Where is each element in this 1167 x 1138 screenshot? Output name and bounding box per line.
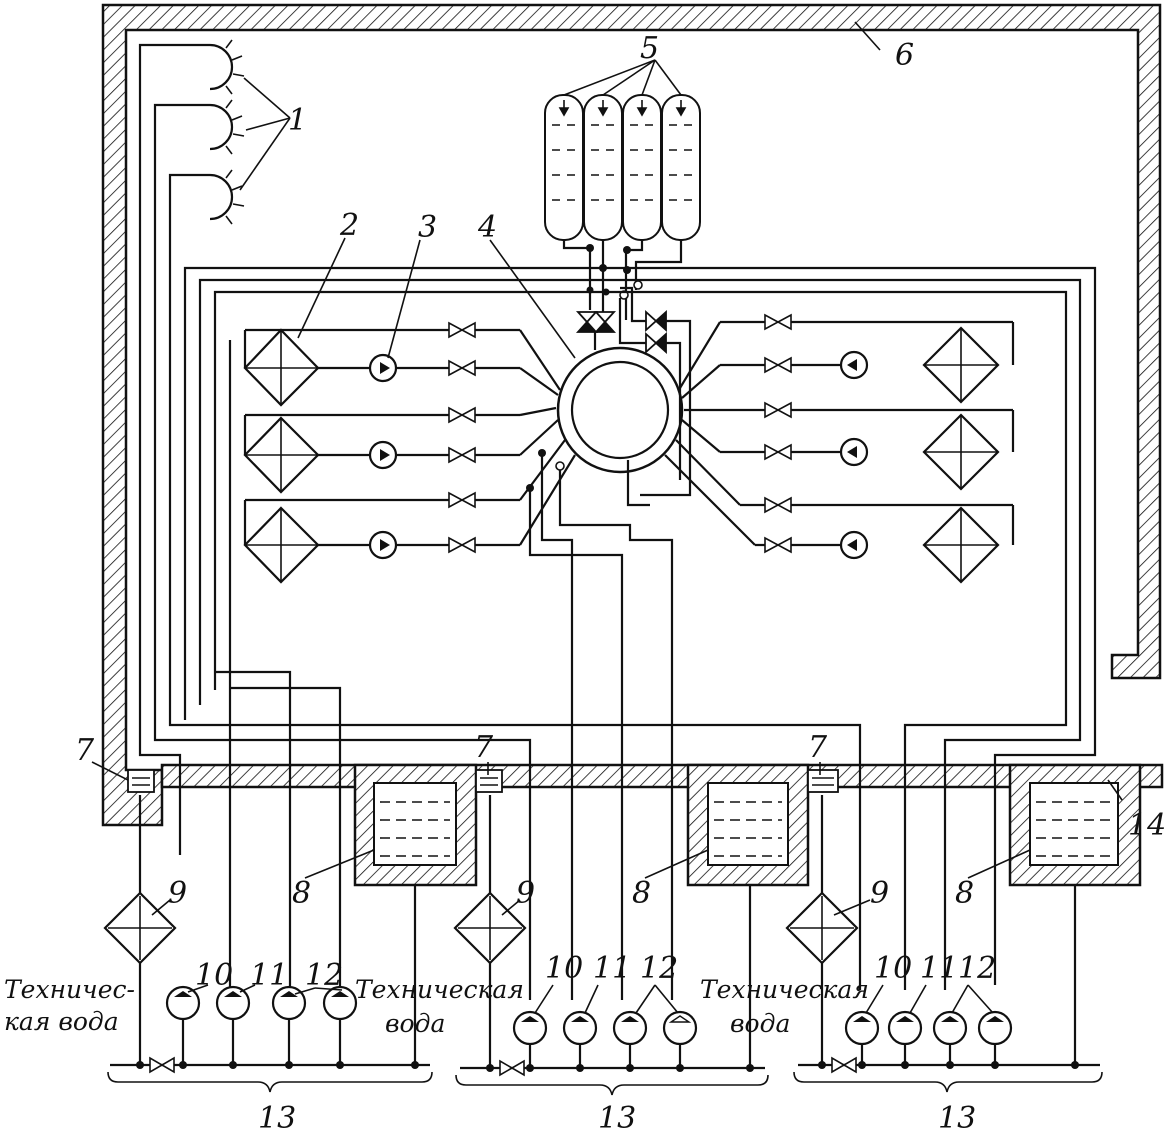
label-2: 2 <box>339 208 359 243</box>
label-6: 6 <box>895 38 914 73</box>
label-8-left: 8 <box>292 876 311 911</box>
label-12-right: 12 <box>958 951 996 986</box>
drain-7-boxes <box>127 769 839 793</box>
label-10-right: 10 <box>874 951 912 986</box>
tech-water-right-line1: Техническая <box>700 975 869 1004</box>
reactor-inlet-valves <box>575 309 667 355</box>
tech-water-mid-line1: Техническая <box>355 975 524 1004</box>
outer-wall-6 <box>101 3 1162 827</box>
label-8-right: 8 <box>955 876 974 911</box>
label-8-mid: 8 <box>632 876 651 911</box>
label-7-mid: 7 <box>474 730 494 765</box>
emergency-cooling-lines <box>183 266 1097 1000</box>
label-9-left: 9 <box>168 876 187 911</box>
label-13-right: 13 <box>938 1101 976 1136</box>
hydroaccumulators-5 <box>544 59 701 320</box>
tech-water-right-line2: вода <box>730 1009 790 1038</box>
label-4: 4 <box>477 210 497 245</box>
label-9-right: 9 <box>870 876 889 911</box>
label-7-right: 7 <box>808 730 828 765</box>
pump-station-right <box>785 795 1103 1093</box>
label-11-right: 11 <box>920 951 958 986</box>
right-cooling-loops <box>664 313 1015 584</box>
tech-water-mid-line2: вода <box>385 1009 445 1038</box>
leader-1 <box>239 77 291 191</box>
label-14: 14 <box>1128 808 1166 843</box>
label-12-left: 12 <box>305 958 343 993</box>
water-notes: Техничес- кая вода Техническая вода Техн… <box>4 975 869 1038</box>
pump-station-middle <box>453 795 769 1096</box>
label-10-left: 10 <box>195 958 233 993</box>
label-7-left: 7 <box>75 733 95 768</box>
sprinkler-nozzles-1 <box>138 39 862 1000</box>
label-5: 5 <box>640 31 659 66</box>
label-13-left: 13 <box>258 1101 296 1136</box>
label-10-mid: 10 <box>545 951 583 986</box>
label-12-mid: 12 <box>640 951 678 986</box>
label-11-left: 11 <box>250 958 288 993</box>
containment-walls <box>101 3 1164 887</box>
label-13-mid: 13 <box>598 1101 636 1136</box>
reactor-vessel-4 <box>556 346 684 474</box>
label-3: 3 <box>418 210 437 245</box>
label-9-mid: 9 <box>516 876 535 911</box>
label-11-mid: 11 <box>593 951 631 986</box>
tech-water-left-line2: кая вода <box>4 1007 119 1036</box>
tech-water-left-line1: Техничес- <box>4 975 135 1004</box>
leader-lines <box>91 21 1123 1014</box>
label-1: 1 <box>288 103 307 138</box>
left-cooling-loops <box>243 321 576 584</box>
callout-labels: 1 2 3 4 5 6 14 7 7 7 8 8 8 9 9 9 10 11 1… <box>75 31 1166 1136</box>
